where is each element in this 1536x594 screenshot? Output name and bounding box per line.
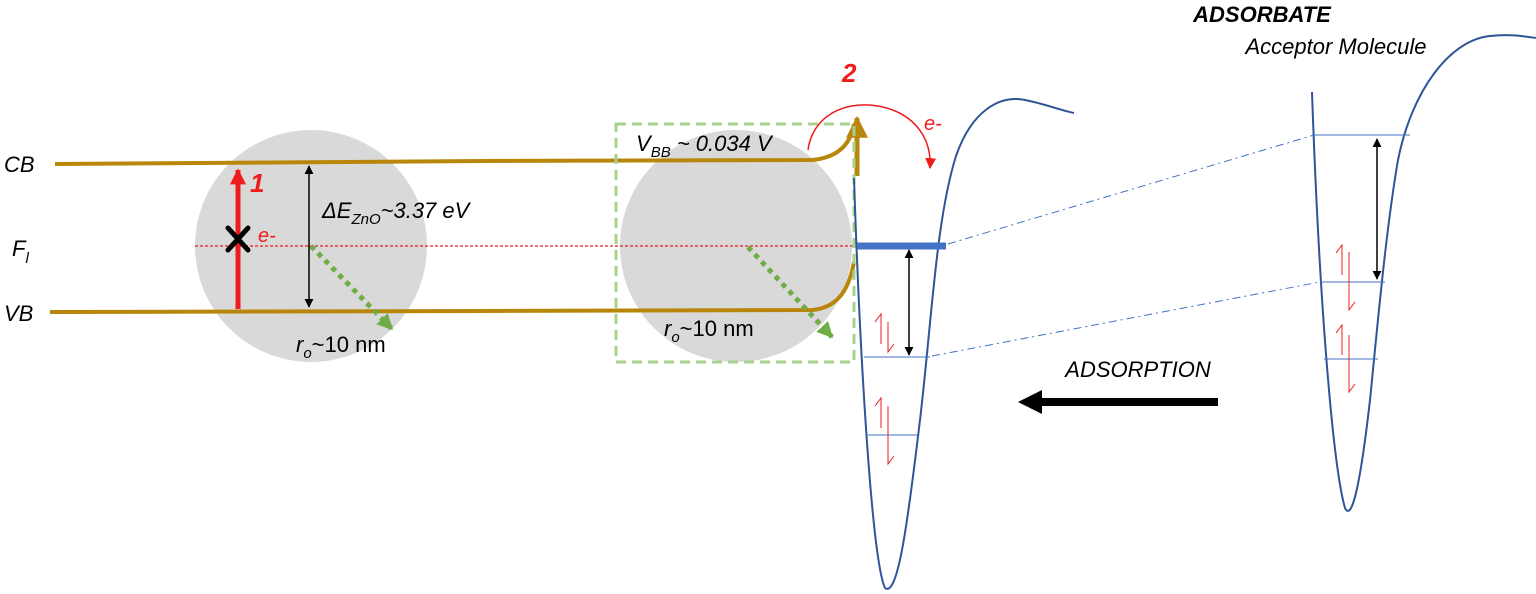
electron-transfer-arrow bbox=[807, 104, 937, 170]
band-gap-label: ΔEZnO~3.37 eV bbox=[321, 198, 472, 228]
step-2-label: 2 bbox=[841, 58, 857, 88]
conduction-band-line-left bbox=[54, 159, 483, 166]
blocked-transition-icon bbox=[225, 225, 251, 253]
fermi-level-label: Fl bbox=[12, 236, 29, 267]
band-bending-label: VBB ~ 0.034 V bbox=[636, 131, 774, 161]
electron-label-2: e- bbox=[924, 113, 942, 135]
radius-arrow-right bbox=[746, 245, 834, 339]
electron-pair-icon-4 bbox=[1335, 323, 1356, 394]
connector-line-upper bbox=[947, 134, 1315, 245]
connector-line-lower bbox=[931, 281, 1321, 357]
free-potential-well bbox=[1311, 34, 1536, 512]
electron-pair-icon-2 bbox=[874, 396, 895, 466]
adsorption-arrow-head bbox=[1018, 390, 1042, 414]
adsorbate-title: ADSORBATE bbox=[1192, 2, 1332, 27]
vb-label: VB bbox=[4, 301, 33, 326]
surface-region-box bbox=[614, 122, 856, 364]
valence-band-bent bbox=[481, 261, 856, 313]
adsorbed-potential-well bbox=[853, 98, 1075, 590]
cb-label: CB bbox=[4, 152, 35, 177]
adsorption-label: ADSORPTION bbox=[1063, 357, 1211, 382]
radius-label-left: ro~10 nm bbox=[296, 332, 386, 362]
adsorbate-subtitle: Acceptor Molecule bbox=[1244, 34, 1427, 59]
step-1-label: 1 bbox=[250, 168, 264, 198]
radius-label-right: ro~10 nm bbox=[664, 316, 754, 346]
electron-pair-icon-1 bbox=[874, 312, 895, 354]
electron-pair-icon-3 bbox=[1335, 243, 1356, 312]
electron-label-1: e- bbox=[258, 225, 276, 247]
valence-band-line-left bbox=[49, 309, 483, 314]
